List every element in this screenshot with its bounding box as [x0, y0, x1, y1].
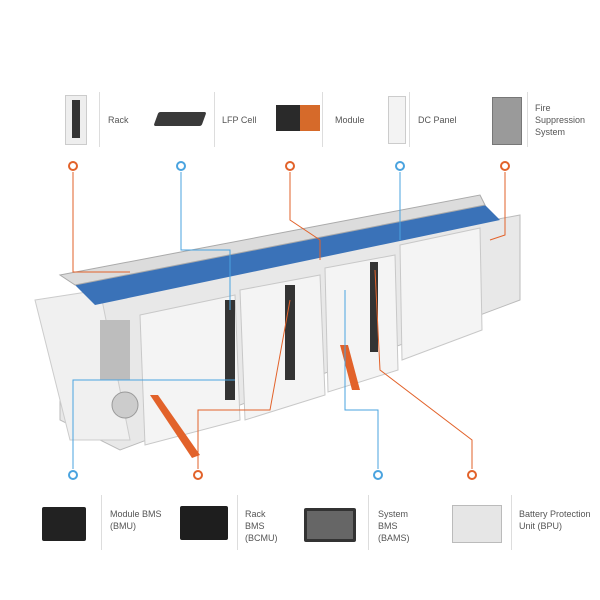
marker-blue[interactable]: [68, 470, 78, 480]
module-image: [276, 105, 320, 131]
component-label: DC Panel: [418, 115, 457, 125]
divider: [101, 495, 102, 550]
marker-orange[interactable]: [500, 161, 510, 171]
marker-blue[interactable]: [373, 470, 383, 480]
marker-orange[interactable]: [68, 161, 78, 171]
roof-rail: [58, 194, 486, 286]
hvac-fan: [111, 391, 139, 419]
component-label: Module: [335, 115, 365, 125]
hvac-grille: [100, 320, 130, 380]
divider: [237, 495, 238, 550]
component-label: Battery Protection Unit (BPU): [519, 509, 591, 531]
component-label: Rack: [108, 115, 129, 125]
marker-orange[interactable]: [285, 161, 295, 171]
component-label: Fire Suppression System: [535, 103, 586, 137]
divider: [409, 92, 410, 147]
bcmu-image: [180, 506, 228, 540]
marker-orange[interactable]: [193, 470, 203, 480]
component-label: System BMS (BAMS): [378, 509, 410, 543]
divider: [214, 92, 215, 147]
lfp-cell-image: [153, 112, 207, 126]
divider: [368, 495, 369, 550]
component-label: Module BMS (BMU): [110, 509, 162, 531]
divider: [511, 495, 512, 550]
dc-panel-image: [388, 96, 406, 144]
bmu-image: [42, 507, 86, 541]
fire-suppression-image: [492, 97, 522, 145]
marker-orange[interactable]: [467, 470, 477, 480]
marker-blue[interactable]: [395, 161, 405, 171]
rack-image: [65, 95, 87, 145]
component-label: Rack BMS (BCMU): [245, 509, 278, 543]
bpu-image: [452, 505, 502, 543]
bams-image: [304, 508, 356, 542]
component-label: LFP Cell: [222, 115, 257, 125]
divider: [322, 92, 323, 147]
marker-blue[interactable]: [176, 161, 186, 171]
blue-roof: [75, 205, 500, 305]
divider: [99, 92, 100, 147]
divider: [527, 92, 528, 147]
